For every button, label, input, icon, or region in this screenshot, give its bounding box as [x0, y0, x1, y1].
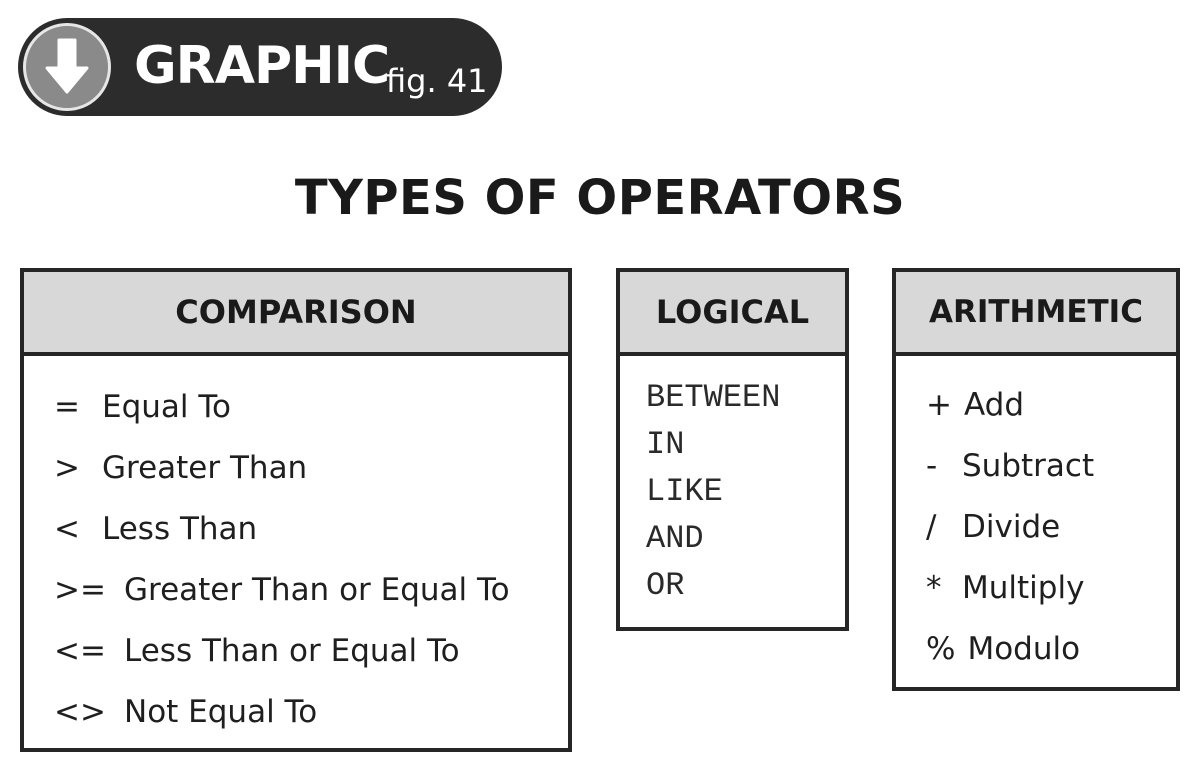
badge-title: GRAPHIC: [134, 36, 390, 96]
figure-badge: GRAPHIC fig. 41: [18, 18, 502, 116]
arrow-down-icon: [23, 23, 111, 111]
list-item: AND: [646, 520, 704, 557]
arithmetic-header: ARITHMETIC: [896, 272, 1176, 356]
operator-label: Divide: [962, 508, 1061, 545]
logical-header: LOGICAL: [620, 272, 845, 356]
operator-symbol: <>: [54, 693, 106, 730]
list-item: BETWEEN: [646, 379, 781, 416]
logical-operators-box: LOGICAL BETWEEN IN LIKE AND OR: [616, 268, 849, 631]
arithmetic-operators-box: ARITHMETIC + Add - Subtract / Divide * M…: [892, 268, 1180, 691]
operator-symbol: *: [926, 569, 942, 606]
list-item: LIKE: [646, 473, 723, 510]
list-item: * Multiply: [926, 557, 1176, 618]
operator-label: Less Than: [102, 510, 258, 547]
list-item: / Divide: [926, 496, 1176, 557]
list-item: > Greater Than: [54, 437, 568, 498]
list-item: IN: [646, 426, 685, 463]
operator-label: Multiply: [962, 569, 1085, 606]
comparison-operators-box: COMPARISON = Equal To > Greater Than < L…: [20, 268, 572, 752]
list-item: % Modulo: [926, 618, 1176, 679]
operator-symbol: =: [54, 388, 80, 425]
comparison-list: = Equal To > Greater Than < Less Than >=…: [24, 356, 568, 742]
list-item: < Less Than: [54, 498, 568, 559]
badge-figure-number: fig. 41: [386, 62, 488, 100]
comparison-header: COMPARISON: [24, 272, 568, 356]
operator-symbol: /: [926, 508, 937, 545]
operator-symbol: <=: [54, 632, 106, 669]
operator-label: Greater Than: [102, 449, 308, 486]
operator-symbol: >=: [54, 571, 106, 608]
operator-symbol: <: [54, 510, 80, 547]
list-item: <= Less Than or Equal To: [54, 620, 568, 681]
list-item: OR: [646, 567, 685, 604]
arithmetic-list: + Add - Subtract / Divide * Multiply % M…: [896, 356, 1176, 679]
list-item: = Equal To: [54, 376, 568, 437]
logical-list: BETWEEN IN LIKE AND OR: [620, 356, 845, 609]
list-item: - Subtract: [926, 435, 1176, 496]
list-item: >= Greater Than or Equal To: [54, 559, 568, 620]
operator-label: Equal To: [102, 388, 232, 425]
operator-label: Modulo: [967, 630, 1081, 667]
operator-symbol: -: [926, 447, 938, 484]
operator-label: Not Equal To: [124, 693, 318, 730]
list-item: <> Not Equal To: [54, 681, 568, 742]
operator-symbol: +: [926, 386, 952, 423]
page-title: TYPES OF OPERATORS: [294, 170, 906, 226]
operator-label: Less Than or Equal To: [124, 632, 460, 669]
list-item: + Add: [926, 374, 1176, 435]
operator-symbol: %: [926, 630, 956, 667]
operator-label: Greater Than or Equal To: [124, 571, 510, 608]
operator-label: Add: [963, 386, 1025, 423]
operator-symbol: >: [54, 449, 80, 486]
operator-label: Subtract: [962, 447, 1095, 484]
